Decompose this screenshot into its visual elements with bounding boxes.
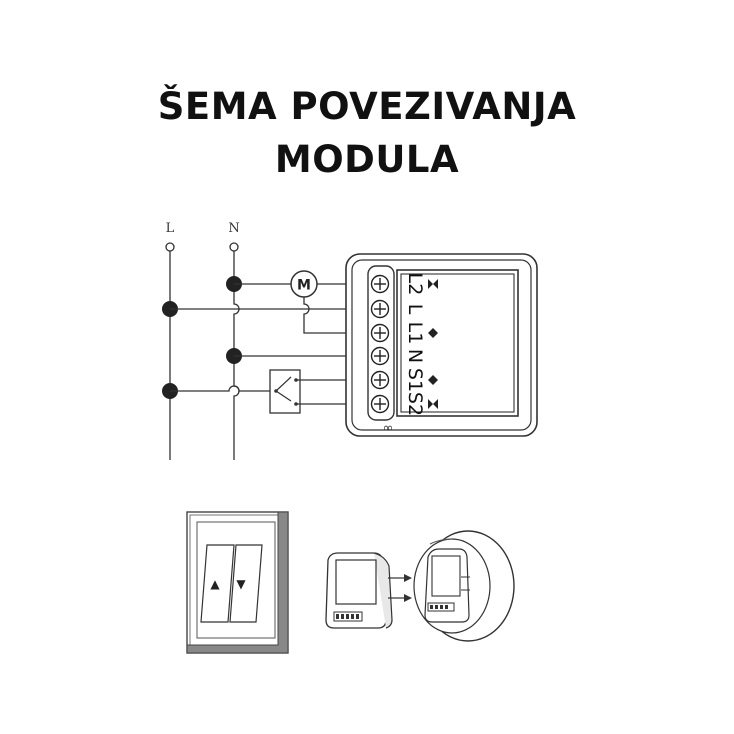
motor-l1-wire [303, 297, 374, 334]
bowtie-icon [428, 399, 438, 409]
screw-icon [370, 394, 390, 414]
diamond-icon [428, 375, 438, 385]
screw-icon [370, 299, 390, 319]
bowtie-icon [428, 279, 438, 289]
screw-icon [370, 323, 390, 343]
module-mark: ∞ [383, 421, 394, 436]
insert-arrows [388, 574, 412, 602]
terminal-label-s1: S1 [404, 368, 426, 392]
arrow-down-icon: ▼ [236, 577, 246, 591]
terminal-label-s2: S2 [404, 392, 426, 416]
module-illustration [325, 552, 393, 629]
live-to-switch-wire [170, 385, 276, 392]
screw-icon [370, 370, 390, 390]
terminal-label-l1: L1 [404, 322, 426, 345]
motor-label: M [297, 278, 311, 294]
terminal-screws [370, 274, 390, 414]
terminal-label-l: L [404, 304, 426, 315]
neutral-terminal-icon [229, 242, 239, 252]
neutral-line-label: N [228, 221, 239, 236]
wall-switch-illustration: ▲ ▼ [186, 511, 289, 654]
screw-icon [370, 274, 390, 294]
page-title-line2: MODULA [274, 138, 460, 181]
screw-icon [370, 346, 390, 366]
diamond-icon [428, 328, 438, 338]
terminal-label-n: N [404, 349, 426, 363]
wall-box-illustration [413, 530, 515, 642]
arrow-up-icon: ▲ [210, 577, 220, 591]
terminal-label-l2: L2 [404, 273, 426, 296]
live-terminal-icon [165, 242, 175, 252]
live-line-label: L [166, 221, 175, 236]
page-title-line1: ŠEMA POVEZIVANJA [157, 85, 577, 128]
